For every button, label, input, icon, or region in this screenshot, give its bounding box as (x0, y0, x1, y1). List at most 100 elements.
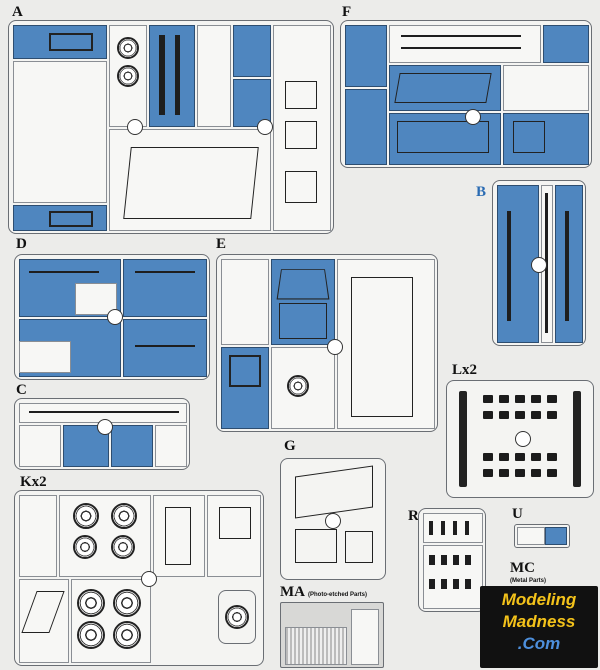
logo-line-1: Modeling (501, 590, 577, 609)
part (295, 465, 373, 519)
part (507, 211, 511, 321)
road-wheel (73, 535, 97, 559)
sprue-k-cell (153, 495, 205, 577)
part (453, 555, 459, 565)
track-link (515, 453, 525, 461)
part (229, 355, 261, 387)
road-wheel (73, 503, 99, 529)
road-wheel (113, 621, 141, 649)
sprue-a-cell (13, 61, 107, 203)
road-wheel (113, 589, 141, 617)
sprue-f (340, 20, 592, 168)
track-link (499, 411, 509, 419)
sprue-c-cell (111, 425, 153, 467)
part (219, 507, 251, 539)
part (159, 35, 165, 115)
part (441, 579, 447, 589)
track-link (547, 469, 557, 477)
sprue-k-cell (19, 579, 69, 663)
sprue-f-cell (345, 89, 387, 165)
part (453, 579, 459, 589)
logo-line-3: .Com (517, 634, 561, 653)
sprue-d (14, 254, 210, 380)
sprue-c-cell (155, 425, 187, 467)
part (465, 521, 469, 535)
road-wheel (77, 621, 105, 649)
part (135, 345, 195, 347)
part (135, 271, 195, 273)
sprue-label-f: F (342, 4, 352, 20)
sprue-d-cell (123, 259, 207, 317)
sprue-gate (465, 109, 481, 125)
part (565, 211, 569, 321)
part (441, 555, 447, 565)
part (351, 277, 413, 417)
part (285, 121, 317, 149)
sprue-label-g: G (284, 438, 296, 454)
part (429, 579, 435, 589)
part (453, 521, 457, 535)
track-link (483, 395, 493, 403)
part (401, 35, 521, 37)
part (394, 73, 492, 103)
sprue-e-cell (271, 347, 335, 429)
track-link (547, 395, 557, 403)
part (397, 121, 489, 153)
track-link (499, 453, 509, 461)
sprue-label-r: R (408, 508, 419, 524)
sprue-u-cell (545, 527, 567, 545)
sprue-a-cell (149, 25, 195, 127)
sprue-gate (515, 431, 531, 447)
sprue-f-cell (389, 65, 501, 111)
part (165, 507, 191, 565)
part (29, 411, 179, 413)
part (465, 579, 471, 589)
road-wheel (77, 589, 105, 617)
part (285, 81, 317, 109)
sprue-a (8, 20, 334, 234)
track-link (483, 453, 493, 461)
track-link (499, 395, 509, 403)
sprue-e (216, 254, 438, 432)
sprue-f-cell (543, 25, 589, 63)
sprue-gate (531, 257, 547, 273)
sprue-b (492, 180, 586, 346)
sprue-label-lx2: Lx2 (452, 362, 478, 378)
sprue-c (14, 398, 190, 470)
sprue-f-cell (389, 25, 541, 63)
sprue-f-cell (345, 25, 387, 87)
track-link (483, 411, 493, 419)
sprue-k-cell (207, 495, 261, 577)
sprue-gate (107, 309, 123, 325)
part (513, 121, 545, 153)
sprue-label-d: D (16, 236, 27, 252)
photo-etched-fret (280, 602, 384, 668)
part (287, 375, 309, 397)
track-link (515, 469, 525, 477)
part (465, 555, 471, 565)
track-link (531, 411, 541, 419)
sprue-gate (141, 571, 157, 587)
sprue-label-e: E (216, 236, 227, 252)
track-link (547, 453, 557, 461)
track-link (531, 453, 541, 461)
track-run (459, 391, 467, 487)
sprue-gate (97, 419, 113, 435)
part (29, 271, 99, 273)
logo-line-2: Madness (502, 612, 576, 631)
sprue-r (418, 508, 486, 612)
sprue-gate (127, 119, 143, 135)
track-link (515, 395, 525, 403)
ma-note: (Photo-etched Parts) (308, 592, 368, 598)
sprue-b-cell (555, 185, 583, 343)
sprue-gate (257, 119, 273, 135)
mc-note: (Metal Parts) (510, 578, 547, 584)
sprue-label-mc: MC (510, 560, 535, 576)
sprue-k-cell (59, 495, 151, 577)
sprue-label-u: U (512, 506, 523, 522)
sprue-g (280, 458, 386, 580)
sprue-u (514, 524, 570, 548)
sprue-e-cell (221, 259, 269, 345)
road-wheel (111, 503, 137, 529)
